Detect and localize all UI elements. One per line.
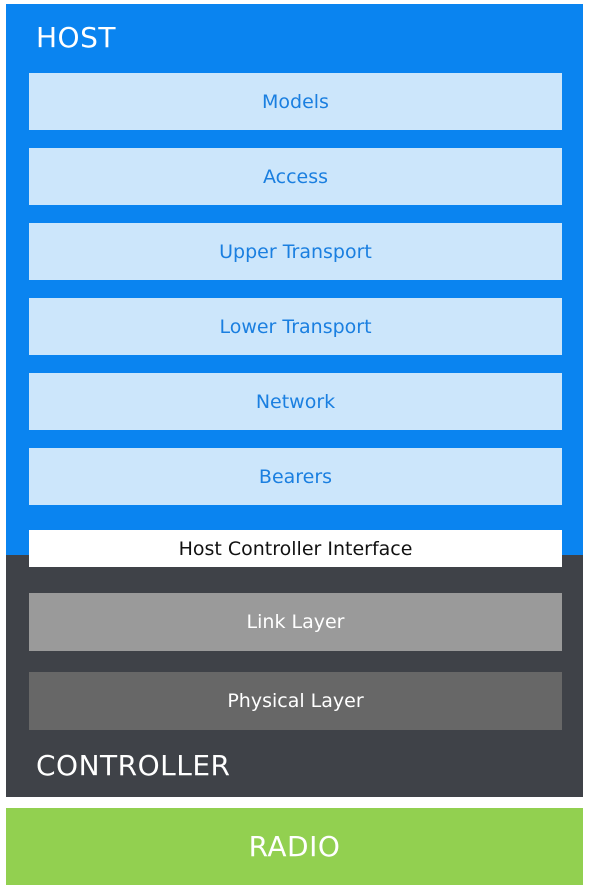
layer-lower-transport: Lower Transport: [29, 298, 562, 355]
layer-upper-transport: Upper Transport: [29, 223, 562, 280]
layer-network: Network: [29, 373, 562, 430]
layer-access: Access: [29, 148, 562, 205]
host-block: HOST Models Access Upper Transport Lower…: [6, 4, 583, 559]
host-title: HOST: [36, 21, 116, 54]
layer-physical-layer: Physical Layer: [29, 672, 562, 730]
host-controller-interface: Host Controller Interface: [29, 530, 562, 567]
layer-models: Models: [29, 73, 562, 130]
layer-link-layer: Link Layer: [29, 593, 562, 651]
controller-title: CONTROLLER: [36, 749, 231, 782]
radio-block: RADIO: [6, 808, 583, 885]
controller-block: Link Layer Physical Layer CONTROLLER: [6, 555, 583, 797]
layer-bearers: Bearers: [29, 448, 562, 505]
